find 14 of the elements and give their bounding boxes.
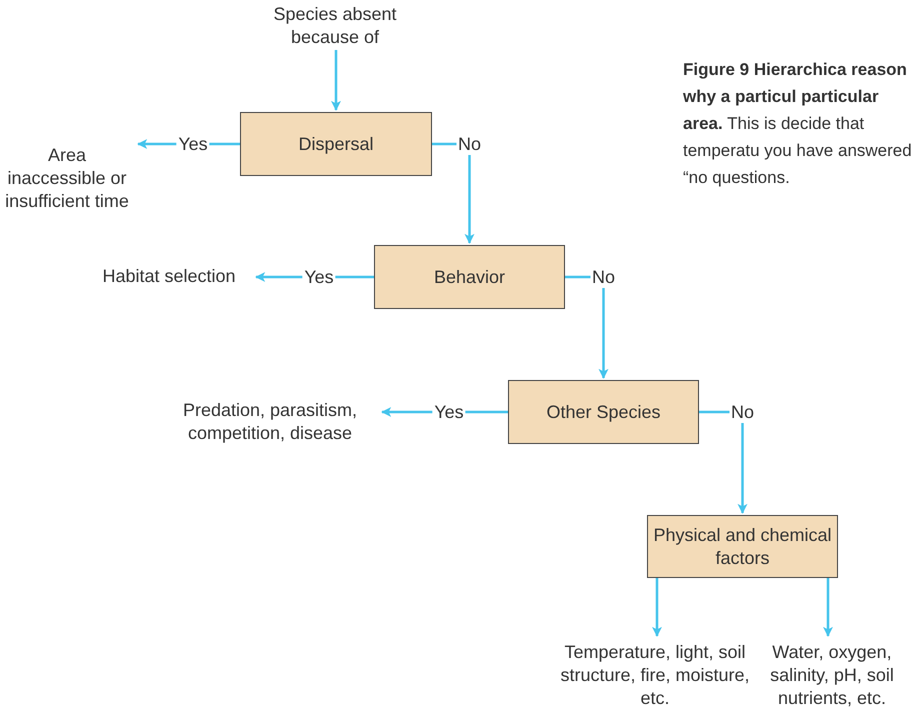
decision-box: Other Species [508, 380, 699, 444]
figure-caption: Figure 9 Hierarchica reason why a particul particular area. This is decide that temperatu you have answered “no questions. [683, 59, 913, 189]
decision-box: Behavior [374, 245, 565, 309]
arrow [823, 578, 833, 637]
outcome-text: Species absent because of [250, 2, 420, 50]
arrow [331, 50, 341, 111]
arrow [652, 578, 662, 637]
outcome-text: Habitat selection [86, 263, 252, 289]
decision-box: Dispersal [240, 112, 432, 176]
outcome-text: Area inaccessible or insufficient time [0, 130, 134, 226]
outcome-text: Predation, parasitism, competition, disease [162, 397, 378, 447]
outcome-text: Temperature, light, soil structure, fire, moisture, etc. [560, 638, 750, 712]
decision-box: Physical and chemical factors [647, 515, 838, 578]
outcome-text: Water, oxygen, salinity, pH, soil nutrients, etc. [750, 638, 914, 712]
